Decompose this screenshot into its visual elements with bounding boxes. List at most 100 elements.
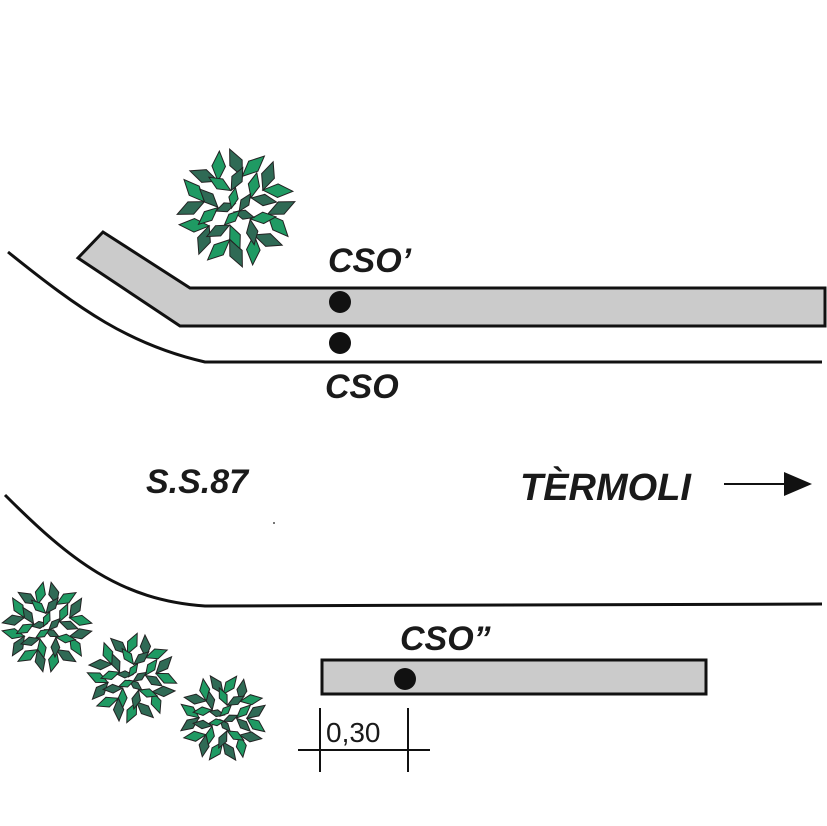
- dimension-label: 0,30: [326, 717, 381, 748]
- leaf: [241, 155, 266, 178]
- leaf: [16, 648, 39, 663]
- leaf: [245, 704, 267, 720]
- lower-sidewalk: [320, 658, 708, 696]
- leaf: [266, 213, 289, 238]
- leaf: [205, 724, 215, 746]
- leaf: [261, 160, 275, 192]
- leaf: [221, 740, 237, 762]
- leaf: [206, 238, 231, 261]
- leaf: [266, 201, 296, 215]
- leaf: [144, 648, 169, 660]
- leaf: [58, 620, 80, 630]
- direction-label: TÈRMOLI: [520, 465, 692, 509]
- leaf: [135, 701, 155, 719]
- leaf: [226, 695, 246, 706]
- leaf: [117, 679, 135, 688]
- leaf: [229, 148, 243, 178]
- leaf: [235, 704, 252, 719]
- leaf: [87, 658, 114, 671]
- leaf: [235, 717, 252, 733]
- leaf: [222, 714, 239, 723]
- lower-road-edge: [3, 493, 823, 608]
- leaf: [37, 637, 47, 660]
- leaf: [99, 670, 121, 680]
- leaf: [183, 693, 208, 705]
- leaf: [128, 662, 139, 678]
- leaf: [252, 233, 284, 247]
- leaf: [45, 597, 59, 615]
- leaf: [191, 706, 214, 716]
- leaf: [68, 614, 93, 626]
- leaf: [245, 218, 259, 246]
- leaf: [126, 632, 138, 656]
- leaf: [59, 602, 69, 623]
- leaf: [50, 636, 61, 659]
- leaf: [15, 623, 35, 635]
- arrow-right-icon: [724, 472, 812, 496]
- leaf: [182, 730, 208, 742]
- cso-point: [329, 332, 351, 354]
- shrub-icon: [86, 632, 178, 724]
- leaf: [250, 193, 278, 207]
- leaf: [238, 694, 264, 706]
- leaf: [219, 704, 233, 717]
- shrub-icon: [176, 148, 296, 268]
- leaf: [132, 651, 150, 666]
- leaf: [47, 617, 61, 631]
- leaf: [131, 689, 141, 711]
- leaf: [55, 648, 77, 663]
- leaf: [236, 678, 248, 703]
- leaf: [150, 690, 162, 715]
- leaf: [34, 581, 46, 606]
- leaf: [207, 718, 226, 727]
- leaf: [249, 211, 278, 225]
- upper-road-edge: [7, 250, 822, 364]
- leaf: [144, 674, 164, 687]
- leaf: [218, 729, 228, 750]
- leaf: [247, 171, 261, 199]
- leaf: [191, 719, 214, 730]
- leaf: [245, 233, 261, 267]
- leaf: [121, 647, 135, 666]
- leaf: [1, 614, 26, 626]
- leaf: [68, 628, 93, 640]
- leaf: [55, 591, 78, 606]
- cso-prime-label: CSO’: [328, 242, 412, 280]
- speck: [273, 522, 275, 524]
- leaf: [68, 635, 83, 658]
- leaf: [218, 686, 228, 707]
- leaf: [54, 633, 77, 644]
- leaf: [228, 186, 239, 210]
- leaf: [176, 201, 206, 215]
- leaf: [197, 206, 219, 226]
- road-name-label: S.S.87: [146, 463, 250, 501]
- shrub-icon: [179, 674, 267, 762]
- leaf: [117, 687, 128, 709]
- leaf: [111, 652, 121, 674]
- leaf: [155, 655, 173, 675]
- leaf: [19, 636, 41, 647]
- leaf: [235, 733, 247, 759]
- leaf: [144, 658, 158, 677]
- leaf: [238, 192, 252, 213]
- upper-sidewalk: [75, 230, 827, 328]
- shrub-icon: [1, 581, 93, 673]
- leaf: [207, 176, 232, 192]
- leaf: [222, 675, 238, 696]
- leaf: [205, 224, 231, 238]
- leaf: [154, 672, 178, 684]
- leaf: [34, 628, 51, 639]
- leaf: [223, 209, 241, 226]
- leaf: [177, 217, 211, 233]
- leaf: [150, 685, 177, 698]
- leaf: [132, 671, 148, 682]
- leaf: [226, 730, 245, 741]
- leaf: [261, 183, 295, 199]
- leaf: [205, 690, 216, 711]
- leaf: [198, 188, 219, 209]
- leaf: [229, 224, 241, 250]
- leaf: [68, 597, 83, 619]
- leaf: [30, 599, 47, 615]
- leaf: [22, 606, 35, 625]
